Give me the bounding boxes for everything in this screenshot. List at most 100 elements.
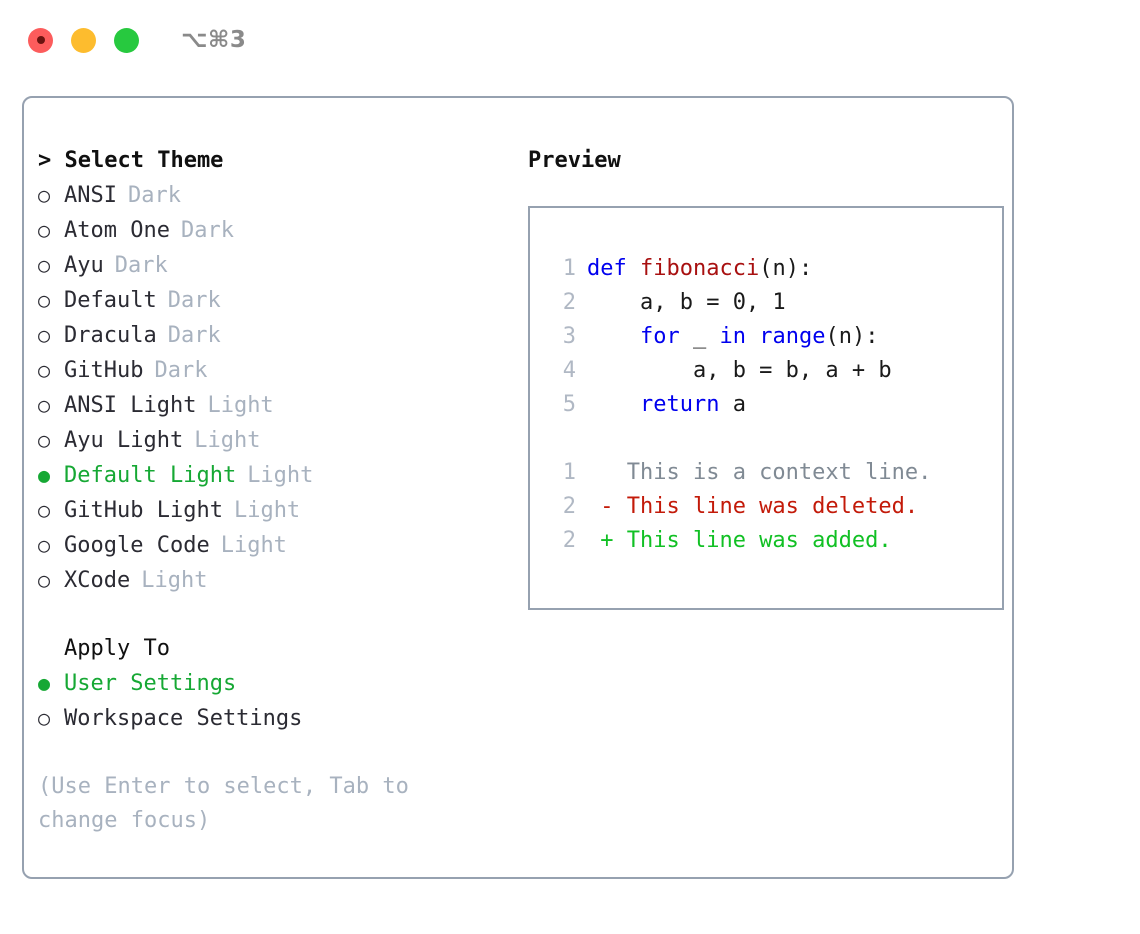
code-token-plain	[587, 324, 640, 349]
code-line: 4 a, b = b, a + b	[548, 354, 1002, 388]
theme-option[interactable]: ○ ANSI Light Light	[38, 388, 508, 423]
theme-option-label: XCode	[64, 568, 131, 593]
apply-to-option[interactable]: ○ Workspace Settings	[38, 701, 508, 736]
diff-text-add: + This line was added.	[587, 528, 892, 553]
radio-selected-icon: ●	[38, 463, 51, 487]
line-number: 4	[562, 358, 576, 383]
theme-option-badge: Light	[194, 428, 261, 453]
code-text: for _ in range(n):	[587, 320, 878, 354]
zoom-button[interactable]	[114, 27, 139, 53]
minimize-button[interactable]	[71, 27, 96, 53]
theme-option-label: Default	[64, 288, 157, 313]
theme-option-badge: Light	[207, 393, 274, 418]
theme-option-label: ANSI Light	[64, 393, 197, 418]
theme-option-label: ANSI	[64, 183, 117, 208]
apply-to-header: Apply To	[64, 636, 170, 661]
theme-option-label: Dracula	[64, 323, 157, 348]
diff-line: 2 - This line was deleted.	[548, 490, 1002, 524]
theme-option-badge: Dark	[167, 323, 221, 348]
diff-line: 2 + This line was added.	[548, 524, 1002, 558]
code-token-kw: range	[759, 324, 826, 349]
radio-unselected-icon: ○	[38, 218, 51, 242]
code-token-plain: (n):	[825, 324, 879, 349]
diff-line: 1 This is a context line.	[548, 456, 1002, 490]
spacer	[38, 598, 508, 632]
radio-unselected-icon: ○	[38, 533, 51, 557]
apply-to-option-label: Workspace Settings	[64, 706, 303, 731]
radio-unselected-icon: ○	[38, 253, 51, 277]
radio-unselected-icon: ○	[38, 393, 51, 417]
title-bar: ⌥⌘3	[0, 0, 1140, 80]
window-controls	[28, 27, 139, 53]
line-number: 2	[562, 528, 576, 553]
theme-option-badge: Dark	[127, 183, 181, 208]
code-token-plain: (n):	[759, 256, 813, 281]
code-text: a, b = b, a + b	[587, 354, 892, 388]
code-token-plain	[587, 392, 640, 417]
line-number: 5	[562, 392, 576, 417]
theme-option[interactable]: ○ Google Code Light	[38, 528, 508, 563]
radio-unselected-icon: ○	[38, 288, 51, 312]
theme-option-label: Google Code	[64, 533, 210, 558]
theme-option-badge: Dark	[154, 358, 208, 383]
radio-selected-icon: ●	[38, 671, 51, 695]
radio-unselected-icon: ○	[38, 498, 51, 522]
line-number: 3	[562, 324, 576, 349]
code-token-plain: a, b = b, a + b	[587, 358, 892, 383]
theme-option-badge: Dark	[180, 218, 234, 243]
line-number: 2	[562, 494, 576, 519]
line-number: 2	[562, 290, 576, 315]
code-line: 5 return a	[548, 388, 1002, 422]
theme-option-badge: Dark	[114, 253, 168, 278]
radio-unselected-icon: ○	[38, 568, 51, 592]
theme-list-header: > Select Theme	[38, 148, 224, 173]
diff-sample: 1 This is a context line.2 - This line w…	[548, 456, 1002, 558]
theme-option-label: Ayu	[64, 253, 104, 278]
theme-option-badge: Light	[247, 463, 314, 488]
diff-text-ctx: This is a context line.	[587, 460, 932, 485]
theme-option[interactable]: ○ Ayu Dark	[38, 248, 508, 283]
code-text: return a	[587, 388, 746, 422]
preview-title: Preview	[528, 148, 621, 173]
theme-option[interactable]: ○ Dracula Dark	[38, 318, 508, 353]
apply-to-list: ●User Settings ○ Workspace Settings	[38, 666, 508, 736]
theme-option[interactable]: ○ Default Dark	[38, 283, 508, 318]
line-number: 1	[562, 460, 576, 485]
keyboard-shortcut-label: ⌥⌘3	[181, 27, 247, 53]
diff-text-del: - This line was deleted.	[587, 494, 919, 519]
theme-option[interactable]: ○ Atom One Dark	[38, 213, 508, 248]
theme-option-label: Ayu Light	[64, 428, 184, 453]
apply-to-option[interactable]: ●User Settings	[38, 666, 508, 701]
code-line: 3 for _ in range(n):	[548, 320, 1002, 354]
code-token-kw: return	[639, 392, 720, 417]
code-token-fn: fibonacci	[639, 256, 760, 281]
radio-unselected-icon: ○	[38, 358, 51, 382]
code-token-plain: a	[719, 392, 746, 417]
close-button[interactable]	[28, 27, 53, 53]
radio-unselected-icon: ○	[38, 323, 51, 347]
theme-option[interactable]: ○ GitHub Light Light	[38, 493, 508, 528]
code-text: a, b = 0, 1	[587, 286, 786, 320]
code-line: 2 a, b = 0, 1	[548, 286, 1002, 320]
theme-option-label: GitHub Light	[64, 498, 223, 523]
theme-option-badge: Light	[233, 498, 301, 523]
theme-option-label: Atom One	[64, 218, 170, 243]
radio-unselected-icon: ○	[38, 706, 51, 730]
line-number: 1	[562, 256, 576, 281]
code-token-kw: for	[639, 324, 680, 349]
keyboard-hint: (Use Enter to select, Tab to change focu…	[38, 774, 423, 833]
theme-option-badge: Dark	[167, 288, 221, 313]
theme-option-badge: Light	[220, 533, 287, 558]
